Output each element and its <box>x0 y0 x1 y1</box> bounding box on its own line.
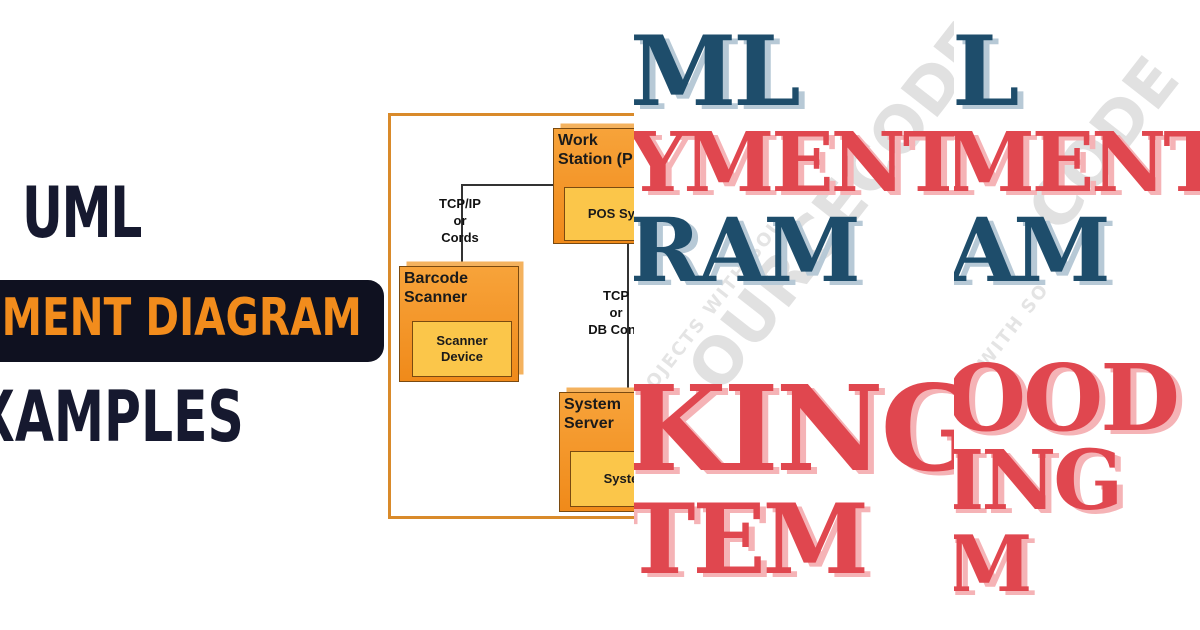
panel-b-line5: ING <box>954 433 1123 529</box>
panel-b-line3: AM <box>954 198 1111 302</box>
connector-line <box>461 184 463 264</box>
panel-b-line2: MENT <box>954 115 1200 211</box>
panel-b-line4: OOD <box>954 344 1180 452</box>
panel-a-line3: RAM <box>634 198 861 302</box>
panel-a-line2: YMENT <box>634 115 954 211</box>
title-uml: UML <box>22 172 142 254</box>
panel-a-line1: ML <box>634 15 801 128</box>
panel-b-line6: M <box>954 519 1032 610</box>
node-barcode-inner: Scanner Device <box>412 321 512 377</box>
connector-line <box>461 184 553 186</box>
node-barcode-title: Barcode Scanner <box>404 270 469 307</box>
title-banner: MENT DIAGRAM <box>0 280 384 362</box>
preview-panel-b: CODE WITH SO L MENT AM OOD ING M <box>954 0 1200 610</box>
deployment-diagram: Work Station (P POS Sys TCP/IP or Cords … <box>388 113 654 519</box>
node-workstation-title: Work Station (P <box>558 132 633 169</box>
panel-a-line4: KING <box>634 359 954 498</box>
title-banner-text: MENT DIAGRAM <box>1 288 362 348</box>
title-examples: XAMPLES <box>0 376 244 458</box>
node-system-title: System Server <box>564 396 621 433</box>
preview-panel-a: OURCECODE OJECTS WITH SOU ML YMENT RAM K… <box>634 0 954 610</box>
connector-line <box>627 244 629 394</box>
node-barcode-scanner: Barcode Scanner Scanner Device <box>399 266 519 382</box>
label-tcpip-cords: TCP/IP or Cords <box>439 196 481 245</box>
panel-a-line5: TEM <box>634 483 869 596</box>
panel-b-line1: L <box>954 15 1019 128</box>
